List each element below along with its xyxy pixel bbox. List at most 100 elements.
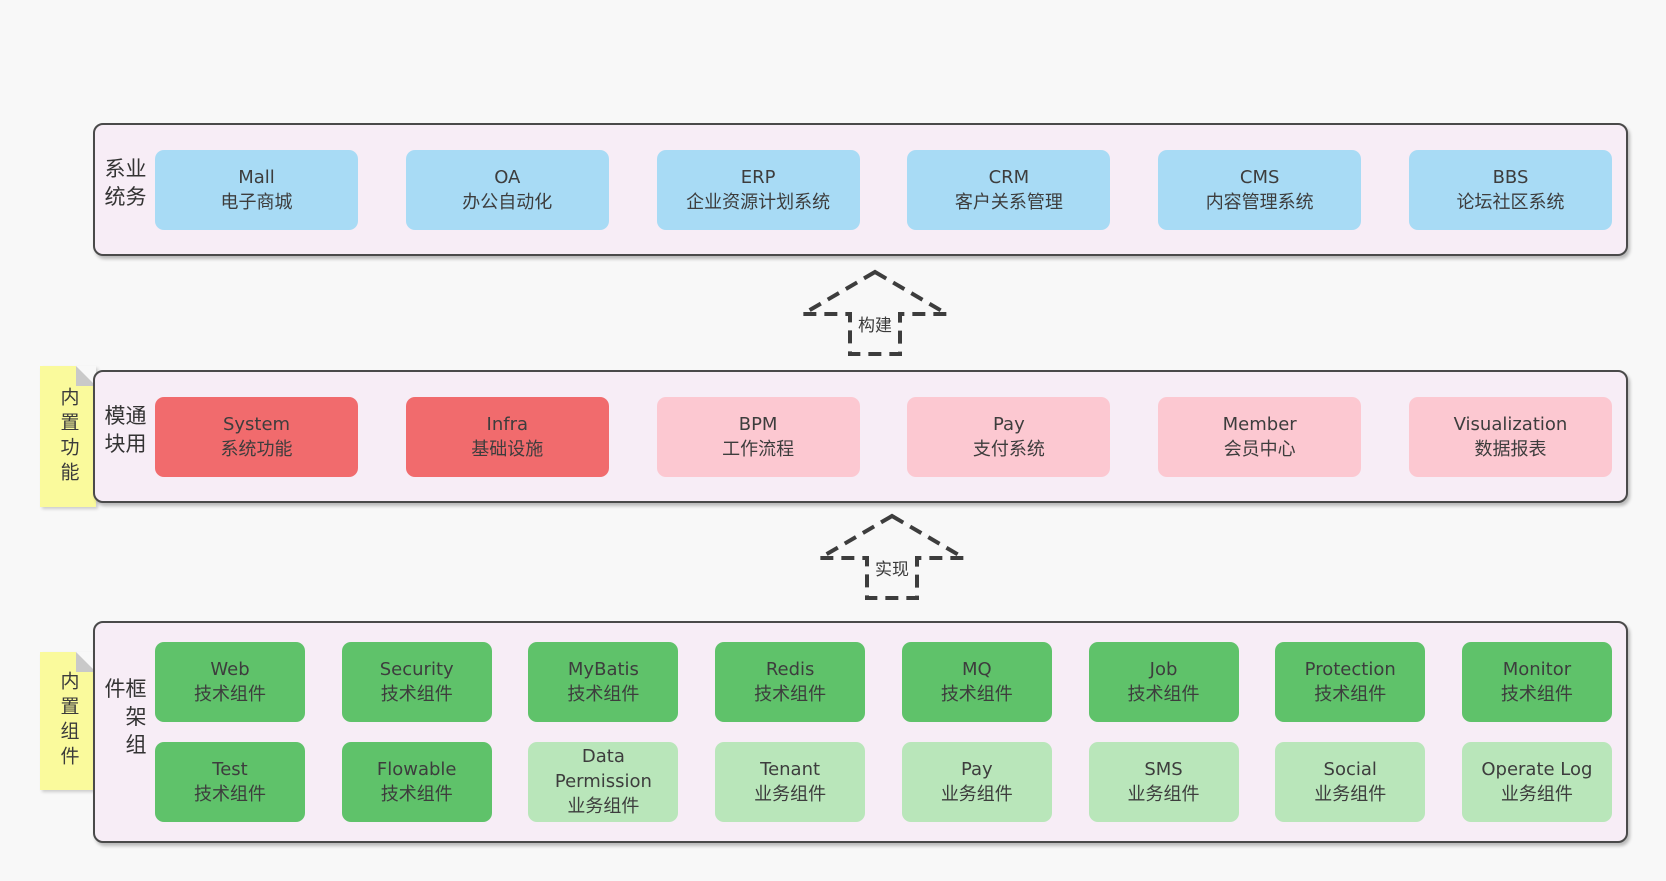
box-social-name: Social: [1323, 758, 1377, 780]
box-social: Social 业务组件: [1275, 741, 1426, 822]
box-tenant-name: Tenant: [760, 758, 821, 780]
box-flowable: Flowable 技术组件: [341, 741, 492, 822]
box-mybatis-name: MyBatis: [567, 659, 639, 681]
box-oa: OA 办公自动化: [405, 149, 609, 230]
box-pay-sub: 支付系统: [972, 438, 1045, 460]
box-protection-name: Protection: [1304, 659, 1396, 681]
arrow-implement-shape: [817, 513, 967, 600]
framework-row-2: Test 技术组件 Flowable 技术组件 Data Permission …: [155, 741, 1612, 822]
panel-business-systems: 业务系统 Mall 电子商城 OA 办公自动化 ERP 企业资源计划系统 CRM…: [93, 123, 1628, 256]
box-pay: Pay 支付系统: [907, 396, 1111, 477]
box-system-sub: 系统功能: [220, 438, 293, 460]
box-erp: ERP 企业资源计划系统: [656, 149, 860, 230]
box-bpm-sub: 工作流程: [722, 438, 795, 460]
box-monitor-name: Monitor: [1502, 659, 1572, 681]
box-security: Security 技术组件: [341, 642, 492, 723]
box-mall-sub: 电子商城: [220, 191, 293, 213]
box-member-name: Member: [1222, 413, 1297, 435]
arrow-build-label: 构建: [855, 311, 895, 336]
sticky-built-in-features: 内置功能: [40, 366, 96, 507]
box-operate-log: Operate Log 业务组件: [1461, 741, 1612, 822]
box-sms-sub: 业务组件: [1127, 783, 1200, 805]
box-crm: CRM 客户关系管理: [907, 149, 1111, 230]
box-sms: SMS 业务组件: [1088, 741, 1239, 822]
box-protection: Protection 技术组件: [1275, 642, 1426, 723]
box-bbs-sub: 论坛社区系统: [1456, 191, 1565, 213]
panel-framework-components-label: 框架组件: [102, 677, 147, 762]
box-security-sub: 技术组件: [380, 684, 453, 706]
box-system-name: System: [222, 413, 291, 435]
panel-framework-components: 框架组件 Web 技术组件 Security 技术组件 MyBatis 技术组件…: [93, 621, 1628, 843]
box-job-name: Job: [1149, 659, 1178, 681]
box-redis-name: Redis: [765, 659, 815, 681]
box-test-name: Test: [212, 758, 248, 780]
box-operate-log-sub: 业务组件: [1500, 783, 1573, 805]
box-visualization: Visualization 数据报表: [1408, 396, 1612, 477]
box-cms-sub: 内容管理系统: [1205, 191, 1314, 213]
box-pay-business-name: Pay: [960, 758, 993, 780]
box-system: System 系统功能: [155, 396, 358, 477]
box-pay-business: Pay 业务组件: [901, 741, 1052, 822]
framework-row-1: Web 技术组件 Security 技术组件 MyBatis 技术组件 Redi…: [155, 642, 1612, 723]
business-systems-row: Mall 电子商城 OA 办公自动化 ERP 企业资源计划系统 CRM 客户关系…: [155, 125, 1612, 254]
box-crm-name: CRM: [988, 166, 1030, 188]
box-redis: Redis 技术组件: [715, 642, 866, 723]
box-visualization-sub: 数据报表: [1474, 438, 1547, 460]
box-web-name: Web: [210, 659, 250, 681]
box-job: Job 技术组件: [1088, 642, 1239, 723]
arrow-build: 构建: [800, 269, 950, 357]
box-mq: MQ 技术组件: [901, 642, 1052, 723]
box-operate-log-name: Operate Log: [1481, 758, 1593, 780]
panel-common-modules-label: 通用模块: [102, 404, 147, 461]
box-visualization-name: Visualization: [1453, 413, 1568, 435]
box-redis-sub: 技术组件: [754, 684, 827, 706]
box-infra: Infra 基础设施: [405, 396, 609, 477]
framework-components-rows: Web 技术组件 Security 技术组件 MyBatis 技术组件 Redi…: [155, 623, 1612, 841]
box-flowable-name: Flowable: [376, 758, 457, 780]
panel-common-modules: 通用模块 System 系统功能 Infra 基础设施 BPM 工作流程 Pay…: [93, 370, 1628, 503]
arrow-implement: 实现: [817, 513, 967, 601]
sticky-built-in-features-label: 内置功能: [57, 386, 80, 487]
box-test: Test 技术组件: [155, 741, 305, 822]
box-infra-name: Infra: [486, 413, 529, 435]
box-erp-sub: 企业资源计划系统: [686, 191, 831, 213]
box-mall: Mall 电子商城: [155, 149, 358, 230]
box-test-sub: 技术组件: [194, 783, 266, 805]
sticky-built-in-components: 内置组件: [40, 652, 96, 790]
box-oa-name: OA: [494, 166, 521, 188]
box-bpm: BPM 工作流程: [656, 396, 860, 477]
sticky-built-in-components-label: 内置组件: [57, 671, 80, 771]
box-crm-sub: 客户关系管理: [954, 191, 1063, 213]
box-sms-name: SMS: [1144, 758, 1183, 780]
box-monitor: Monitor 技术组件: [1461, 642, 1612, 723]
box-mybatis-sub: 技术组件: [567, 684, 640, 706]
box-social-sub: 业务组件: [1314, 783, 1387, 805]
box-mq-sub: 技术组件: [940, 684, 1013, 706]
box-member-sub: 会员中心: [1223, 438, 1296, 460]
box-web: Web 技术组件: [155, 642, 305, 723]
box-cms: CMS 内容管理系统: [1158, 149, 1362, 230]
box-data-permission: Data Permission 业务组件: [528, 741, 679, 822]
box-mq-name: MQ: [961, 659, 992, 681]
box-job-sub: 技术组件: [1127, 684, 1200, 706]
box-flowable-sub: 技术组件: [380, 783, 453, 805]
box-pay-business-sub: 业务组件: [940, 783, 1013, 805]
box-protection-sub: 技术组件: [1314, 684, 1387, 706]
box-bpm-name: BPM: [738, 413, 778, 435]
arrow-build-shape: [800, 269, 950, 356]
common-modules-row: System 系统功能 Infra 基础设施 BPM 工作流程 Pay 支付系统…: [155, 372, 1612, 501]
box-tenant-sub: 业务组件: [754, 783, 827, 805]
box-web-sub: 技术组件: [194, 684, 266, 706]
box-infra-sub: 基础设施: [471, 438, 544, 460]
box-pay-name: Pay: [993, 413, 1025, 435]
box-member: Member 会员中心: [1158, 396, 1362, 477]
box-bbs: BBS 论坛社区系统: [1408, 149, 1612, 230]
box-mybatis: MyBatis 技术组件: [528, 642, 679, 723]
box-data-permission-name: Data Permission: [554, 746, 652, 793]
box-oa-sub: 办公自动化: [462, 191, 553, 213]
box-bbs-name: BBS: [1492, 166, 1529, 188]
arrow-implement-label: 实现: [872, 555, 912, 580]
box-security-name: Security: [379, 659, 454, 681]
panel-business-systems-label: 业务系统: [102, 157, 147, 214]
